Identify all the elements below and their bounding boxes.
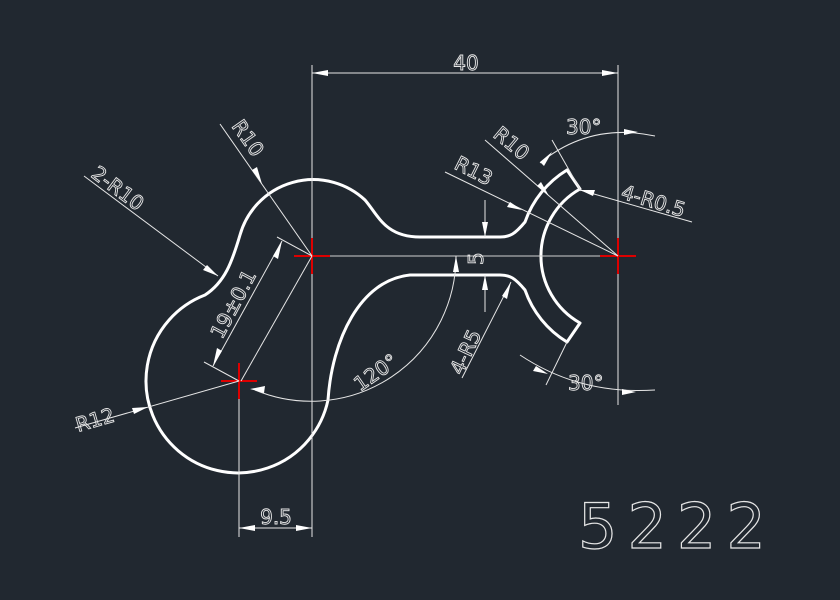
svg-text:30°: 30° — [568, 371, 603, 395]
leader-4-r5: 4-R5 — [444, 281, 512, 379]
leader-2-r10: 2-R10 — [83, 160, 219, 277]
part-outline — [144, 168, 582, 475]
svg-text:5: 5 — [464, 252, 488, 265]
leader-r12: R12 — [72, 380, 240, 437]
leader-4-r0-5: 4-R0.5 — [579, 179, 693, 223]
svg-text:9.5: 9.5 — [260, 505, 292, 529]
dimension-40: 40 — [312, 51, 618, 76]
svg-text:R10: R10 — [227, 115, 269, 161]
dimension-angle-30-bottom: 30° — [519, 341, 656, 395]
svg-text:30°: 30° — [566, 115, 601, 139]
svg-text:4-R0.5: 4-R0.5 — [619, 180, 689, 222]
svg-text:4-R5: 4-R5 — [445, 326, 486, 378]
leader-r10-top: R10 — [219, 115, 313, 257]
svg-text:40: 40 — [453, 51, 478, 75]
drawing-number: 5222 — [578, 490, 776, 563]
svg-text:R13: R13 — [451, 151, 497, 190]
svg-text:19±0.1: 19±0.1 — [205, 266, 261, 343]
leader-r13: R13 — [444, 151, 619, 257]
center-mark-c — [600, 238, 636, 274]
svg-text:R10: R10 — [489, 121, 535, 165]
centerlines — [238, 65, 619, 537]
dimension-angle-30-top: 30° — [539, 115, 656, 192]
dimension-19: 19±0.1 — [203, 236, 313, 382]
dimension-5: 5 — [464, 200, 488, 312]
svg-text:120°: 120° — [349, 349, 402, 396]
svg-text:2-R10: 2-R10 — [87, 161, 149, 216]
dimension-9-5: 9.5 — [239, 505, 312, 531]
dimension-angle-120: 120° — [250, 255, 459, 402]
svg-text:R12: R12 — [73, 403, 117, 437]
